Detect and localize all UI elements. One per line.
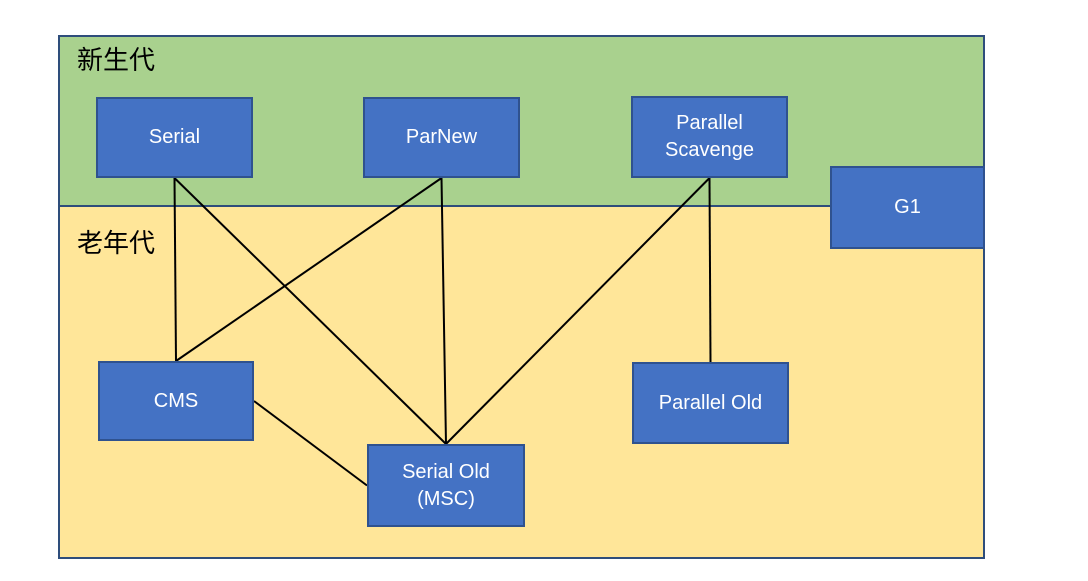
node-label-parnew: ParNew — [405, 126, 478, 148]
edge-cms-to-serial-old — [253, 400, 368, 487]
edge-serial-to-serial-old — [173, 177, 447, 445]
node-label-g1: G1 — [894, 196, 921, 218]
edge-parnew-to-serial-old — [440, 177, 447, 445]
node-label-parallel-scavenge: Parallel Scavenge — [665, 112, 754, 161]
node-label-serial-old: Serial Old (MSC) — [402, 460, 490, 510]
node-label-cms: CMS — [153, 389, 199, 412]
node-g1: G1 — [830, 166, 985, 249]
node-serial: Serial — [96, 97, 253, 178]
region-label-young-generation: 新生代 — [77, 45, 156, 75]
node-cms: CMS — [98, 361, 254, 441]
edge-parallel-scavenge-to-serial-old — [445, 177, 711, 445]
node-parallel-old: Parallel Old — [632, 362, 789, 444]
edge-serial-to-cms — [173, 177, 177, 362]
edge-parnew-to-cms — [175, 177, 443, 362]
node-label-serial: Serial — [148, 126, 201, 148]
node-parnew: ParNew — [363, 97, 520, 178]
edge-parallel-scavenge-to-parallel-old — [708, 177, 712, 363]
region-label-old-generation: 老年代 — [77, 228, 156, 258]
node-serial-old: Serial Old (MSC) — [367, 444, 525, 527]
node-parallel-scavenge: Parallel Scavenge — [631, 96, 788, 178]
node-label-parallel-old: Parallel Old — [658, 391, 763, 414]
